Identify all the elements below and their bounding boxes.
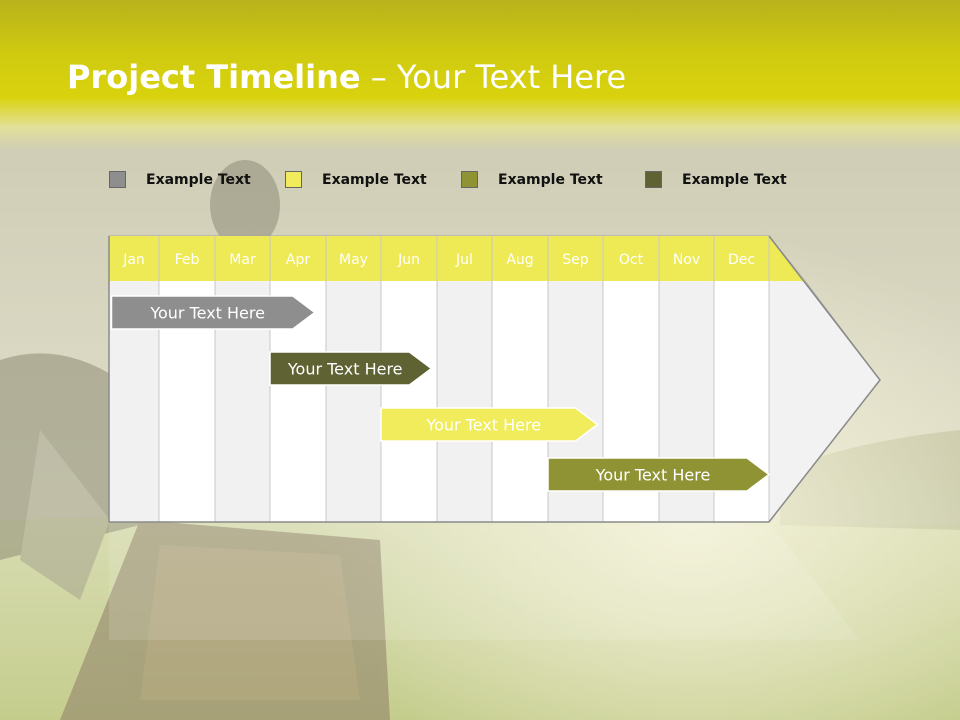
month-label-oct: Oct <box>619 252 644 268</box>
task-label-4: Your Text Here <box>595 466 711 485</box>
month-label-jul: Jul <box>455 252 473 268</box>
legend-label-3: Example Text <box>498 172 603 188</box>
month-column <box>326 281 381 522</box>
legend-swatch-3 <box>461 171 478 188</box>
legend-swatch-2 <box>285 171 302 188</box>
title-separator: – <box>360 58 397 96</box>
task-bar-1: Your Text Here <box>110 295 317 330</box>
timeline-grid <box>108 235 881 523</box>
timeline-reflection-shape <box>109 522 860 640</box>
task-label-2: Your Text Here <box>287 360 403 379</box>
timeline-arrow-edge <box>768 235 881 523</box>
task-bar-2: Your Text Here <box>269 351 433 386</box>
header-band <box>0 0 960 150</box>
task-bar-4: Your Text Here <box>547 457 771 492</box>
month-label-dec: Dec <box>728 252 755 268</box>
title-rest: Your Text Here <box>396 58 627 96</box>
month-column <box>381 281 437 522</box>
month-label-mar: Mar <box>229 252 256 268</box>
legend-label-1: Example Text <box>146 172 251 188</box>
month-label-aug: Aug <box>506 252 533 268</box>
task-arrow-4 <box>547 457 771 492</box>
month-labels: Jan Feb Mar Apr May Jun Jul Aug Sep Oct Nov Dec <box>122 252 755 268</box>
legend-swatch-1 <box>109 171 126 188</box>
month-header-band <box>109 236 805 281</box>
title-bold: Project Timeline <box>67 58 361 96</box>
month-label-jan: Jan <box>122 252 145 268</box>
month-label-jun: Jun <box>397 252 420 268</box>
timeline-reflection <box>109 522 860 640</box>
task-arrow-1 <box>110 295 317 330</box>
task-label-3: Your Text Here <box>425 416 541 435</box>
task-label-1: Your Text Here <box>149 304 265 323</box>
month-label-may: May <box>339 252 368 268</box>
month-column <box>492 281 548 522</box>
task-arrow-3 <box>380 407 599 442</box>
month-label-sep: Sep <box>562 252 589 268</box>
legend-swatch-4 <box>645 171 662 188</box>
page-title: Project Timeline – Your Text Here <box>67 58 626 96</box>
legend-label-2: Example Text <box>322 172 427 188</box>
legend-label-4: Example Text <box>682 172 787 188</box>
month-label-nov: Nov <box>673 252 700 268</box>
month-label-apr: Apr <box>286 252 310 268</box>
month-label-feb: Feb <box>175 252 200 268</box>
task-bar-3: Your Text Here <box>380 407 599 442</box>
month-column <box>437 281 492 522</box>
task-arrow-2 <box>269 351 433 386</box>
